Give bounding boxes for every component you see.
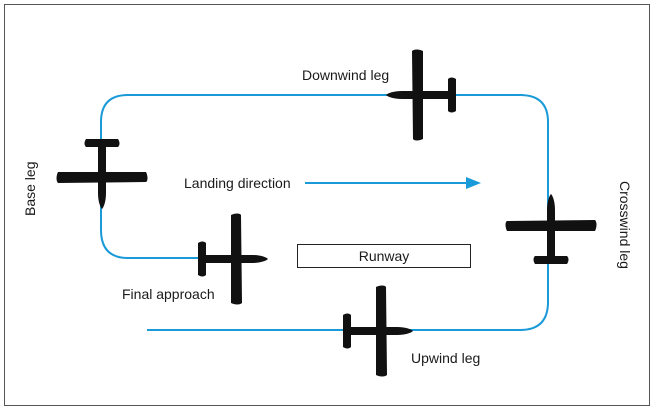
final-approach-label: Final approach (122, 286, 215, 302)
base-leg-label: Base leg (22, 161, 38, 216)
landing-direction-label: Landing direction (184, 175, 291, 191)
runway-box: Runway (297, 244, 471, 268)
pattern-path (100, 94, 549, 331)
downwind-leg-label: Downwind leg (302, 67, 390, 83)
runway-label: Runway (358, 248, 410, 264)
crosswind-leg-label: Crosswind leg (617, 181, 633, 269)
airplane-icon-crosswind (505, 194, 597, 264)
airplane-icon-base (56, 139, 148, 209)
landing-direction-arrowhead-icon (466, 177, 481, 189)
airplane-icon-downwind (386, 49, 456, 141)
airplane-icon-upwind (343, 285, 413, 377)
diagram-frame (4, 4, 650, 406)
upwind-leg-label: Upwind leg (411, 350, 481, 366)
